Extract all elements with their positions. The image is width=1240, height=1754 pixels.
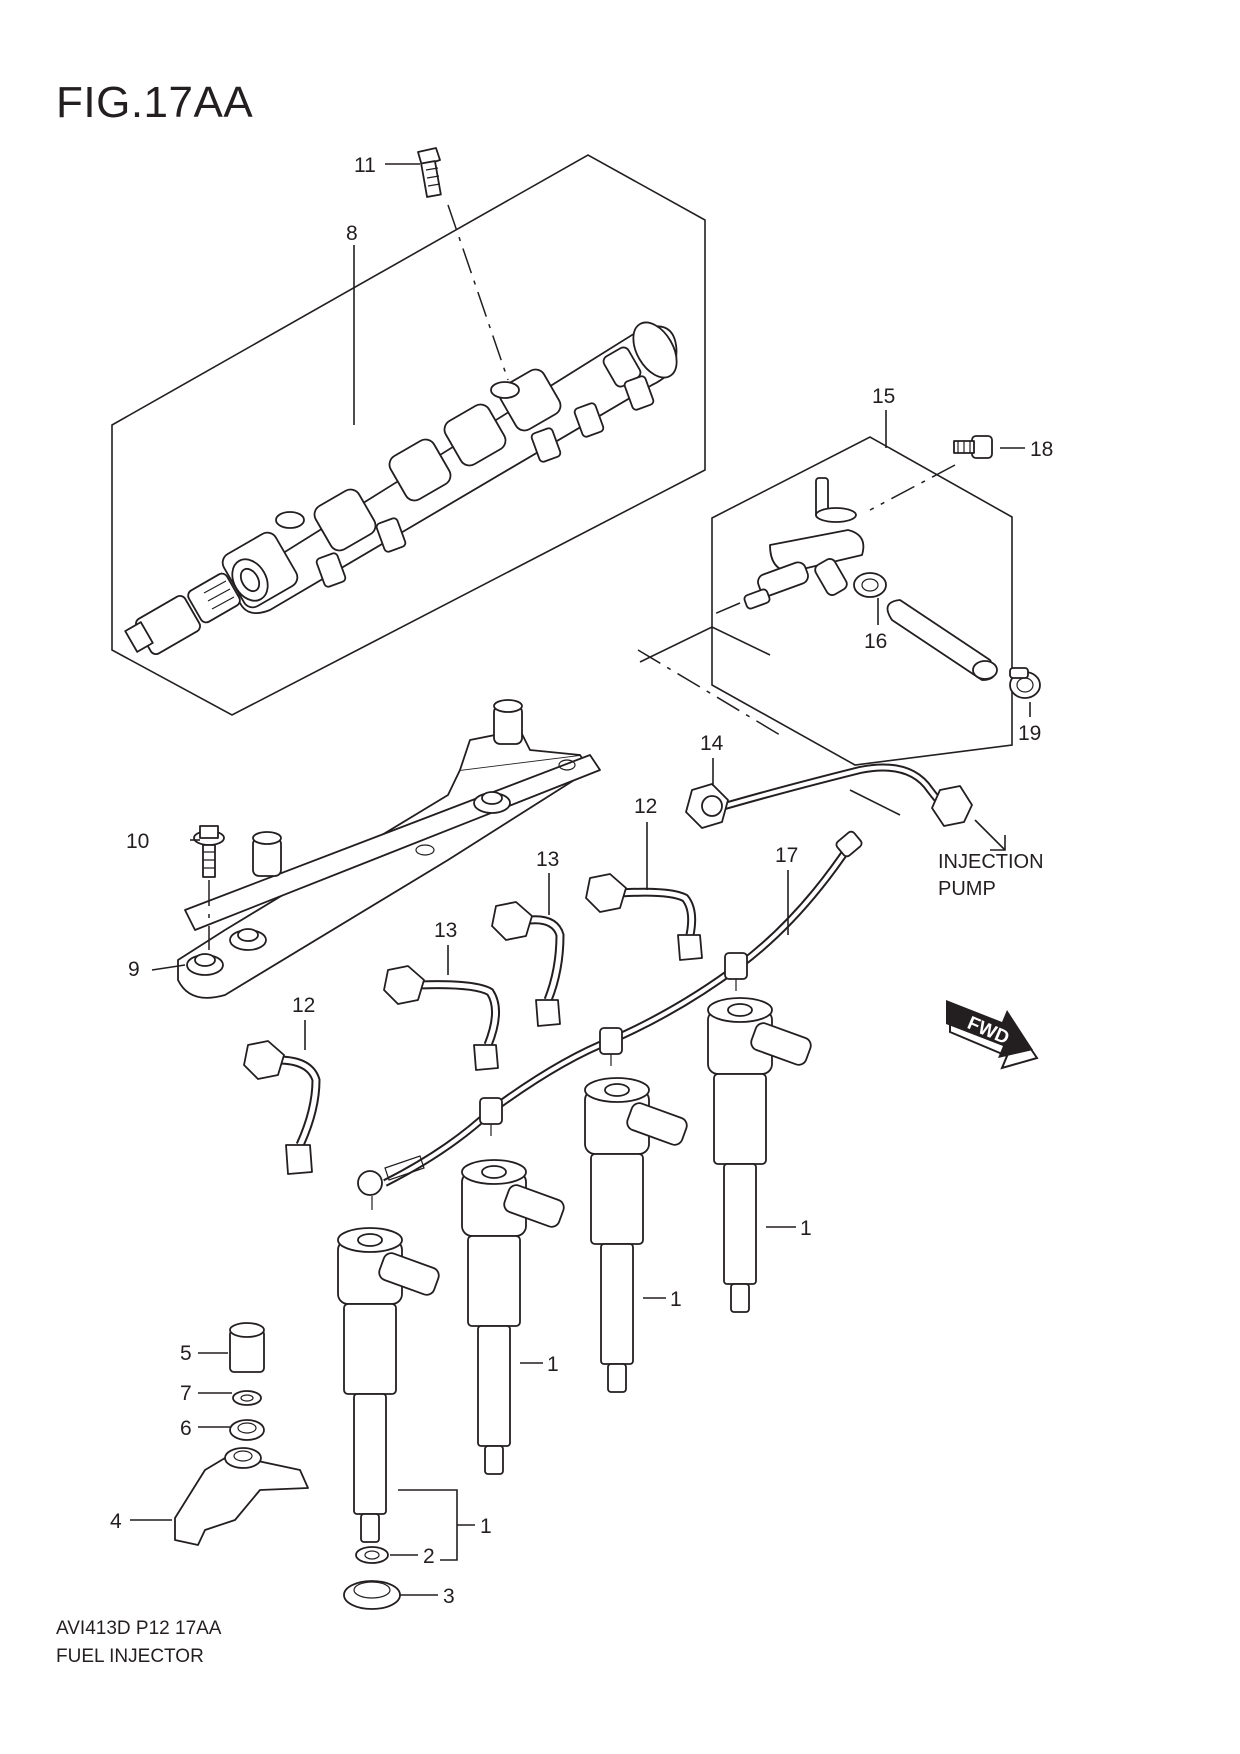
callout-12b: 12 bbox=[292, 994, 315, 1017]
injection-pump-label-line2: PUMP bbox=[938, 878, 996, 900]
regulator-hose-clamp[interactable] bbox=[853, 572, 887, 598]
callout-16: 16 bbox=[864, 630, 887, 653]
figure-title: FIG.17AA bbox=[56, 78, 254, 127]
fuel-rail-box bbox=[111, 154, 706, 716]
injection-pump-pipe[interactable] bbox=[685, 763, 973, 829]
injector-pipe-12b[interactable] bbox=[243, 1040, 321, 1175]
rail-bolt[interactable] bbox=[417, 147, 442, 198]
injector-pipe-13b[interactable] bbox=[383, 965, 500, 1071]
callout-12a: 12 bbox=[634, 795, 657, 818]
leader-lines bbox=[130, 163, 1031, 1596]
cover-bolt[interactable] bbox=[193, 825, 225, 878]
callout-5: 5 bbox=[180, 1342, 192, 1365]
injector-2[interactable] bbox=[461, 1159, 566, 1475]
injector-pipe-13a[interactable] bbox=[491, 901, 565, 1027]
injector-washer[interactable] bbox=[355, 1546, 389, 1564]
injector-4[interactable] bbox=[707, 997, 813, 1313]
injector-pipe-12a[interactable] bbox=[585, 873, 703, 961]
callout-1a: 1 bbox=[800, 1217, 812, 1240]
callout-1d: 1 bbox=[480, 1515, 492, 1538]
callout-13b: 13 bbox=[434, 919, 457, 942]
spherical-washer-6[interactable] bbox=[229, 1419, 265, 1441]
clamp-bracket[interactable] bbox=[174, 1447, 309, 1546]
callout-4: 4 bbox=[110, 1510, 122, 1533]
callout-15: 15 bbox=[872, 385, 895, 408]
callout-19: 19 bbox=[1018, 722, 1041, 745]
callout-numbers: 11 8 15 18 16 19 14 12 10 13 17 13 9 12 … bbox=[110, 154, 1053, 1608]
callout-11: 11 bbox=[354, 154, 376, 177]
regulator-bolt-axis bbox=[869, 464, 956, 511]
regulator-box bbox=[711, 436, 1013, 766]
callout-2: 2 bbox=[423, 1545, 435, 1568]
pump-arrowhead bbox=[990, 835, 1006, 851]
spacer-sleeve[interactable] bbox=[229, 1322, 265, 1373]
fuel-rail[interactable] bbox=[124, 315, 685, 656]
pressure-regulator[interactable] bbox=[711, 477, 865, 616]
callout-1c: 1 bbox=[547, 1353, 559, 1376]
callout-6: 6 bbox=[180, 1417, 192, 1440]
figure-code: AVI413D P12 17AA bbox=[56, 1618, 222, 1639]
return-hose[interactable] bbox=[886, 599, 998, 681]
rail-cover[interactable] bbox=[177, 699, 601, 999]
callout-3: 3 bbox=[443, 1585, 455, 1608]
injector-seal[interactable] bbox=[343, 1580, 401, 1610]
hose-clamp[interactable] bbox=[1009, 667, 1041, 699]
injection-pump-label-line1: INJECTION bbox=[938, 851, 1044, 873]
callout-17: 17 bbox=[775, 844, 798, 867]
injector-3[interactable] bbox=[584, 1077, 689, 1393]
callout-18: 18 bbox=[1030, 438, 1053, 461]
fwd-arrow-icon: FWD bbox=[946, 1000, 1039, 1070]
callout-14: 14 bbox=[700, 732, 724, 755]
callout-9: 9 bbox=[128, 958, 140, 981]
callout-8: 8 bbox=[346, 222, 358, 245]
figure-name: FUEL INJECTOR bbox=[56, 1646, 204, 1667]
injector-1[interactable] bbox=[337, 1227, 441, 1543]
rail-regulator-axis bbox=[637, 649, 781, 736]
spherical-washer-7[interactable] bbox=[232, 1390, 262, 1406]
pipe-link bbox=[849, 789, 901, 816]
callout-10: 10 bbox=[126, 830, 149, 853]
leak-off-pipe[interactable] bbox=[357, 830, 863, 1210]
rail-bolt-axis bbox=[447, 204, 509, 381]
pump-arrow bbox=[974, 819, 1006, 851]
callout-7: 7 bbox=[180, 1382, 192, 1405]
regulator-bolt[interactable] bbox=[953, 435, 993, 459]
callout-13a: 13 bbox=[536, 848, 559, 871]
callout-1b: 1 bbox=[670, 1288, 682, 1311]
regulator-link bbox=[639, 626, 771, 663]
